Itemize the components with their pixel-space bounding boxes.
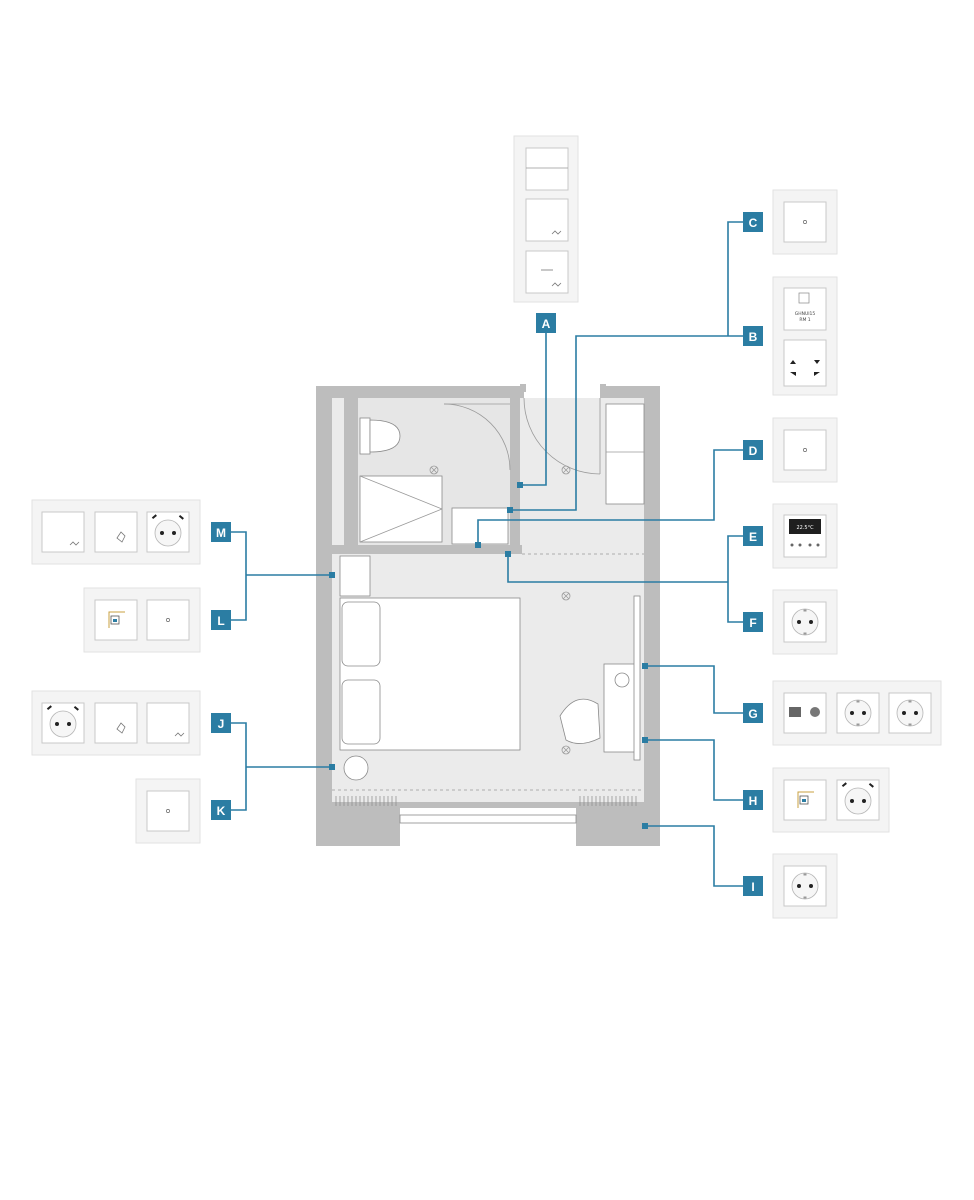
label-J: J [211, 713, 231, 733]
leader-lines [231, 221, 743, 887]
label-M: M [211, 522, 231, 542]
device-B: GHNUI15 RM 1 [772, 276, 838, 396]
device-A [513, 135, 579, 303]
floor-plan [316, 384, 660, 846]
svg-text:H: H [749, 794, 758, 808]
svg-text:M: M [216, 526, 226, 540]
svg-text:I: I [751, 880, 754, 894]
label-G: G [743, 703, 763, 723]
svg-text:RM 1: RM 1 [799, 317, 810, 323]
device-G [772, 680, 942, 746]
svg-text:F: F [749, 616, 756, 630]
svg-text:G: G [748, 707, 757, 721]
label-H: H [743, 790, 763, 810]
device-J [31, 690, 201, 756]
label-K: K [211, 800, 231, 820]
svg-text:22.5°C: 22.5°C [796, 525, 814, 531]
svg-text:E: E [749, 530, 757, 544]
svg-text:GHNUI15: GHNUI15 [795, 311, 816, 317]
svg-text:K: K [217, 804, 226, 818]
device-M [31, 499, 201, 565]
label-E: E [743, 526, 763, 546]
device-H [772, 767, 890, 833]
label-F: F [743, 612, 763, 632]
svg-text:J: J [218, 717, 225, 731]
device-I [772, 853, 838, 919]
label-A: A [536, 313, 556, 333]
device-L [83, 587, 201, 653]
device-K [135, 778, 201, 844]
svg-text:A: A [542, 317, 551, 331]
label-I: I [743, 876, 763, 896]
label-L: L [211, 610, 231, 630]
connection-points [329, 482, 648, 829]
svg-text:D: D [749, 444, 758, 458]
svg-text:L: L [217, 614, 224, 628]
svg-text:C: C [749, 216, 758, 230]
label-B: B [743, 326, 763, 346]
device-C [772, 189, 838, 255]
label-D: D [743, 440, 763, 460]
svg-text:B: B [749, 330, 758, 344]
device-E: 22.5°C [772, 503, 838, 569]
device-D [772, 417, 838, 483]
device-F [772, 589, 838, 655]
label-C: C [743, 212, 763, 232]
